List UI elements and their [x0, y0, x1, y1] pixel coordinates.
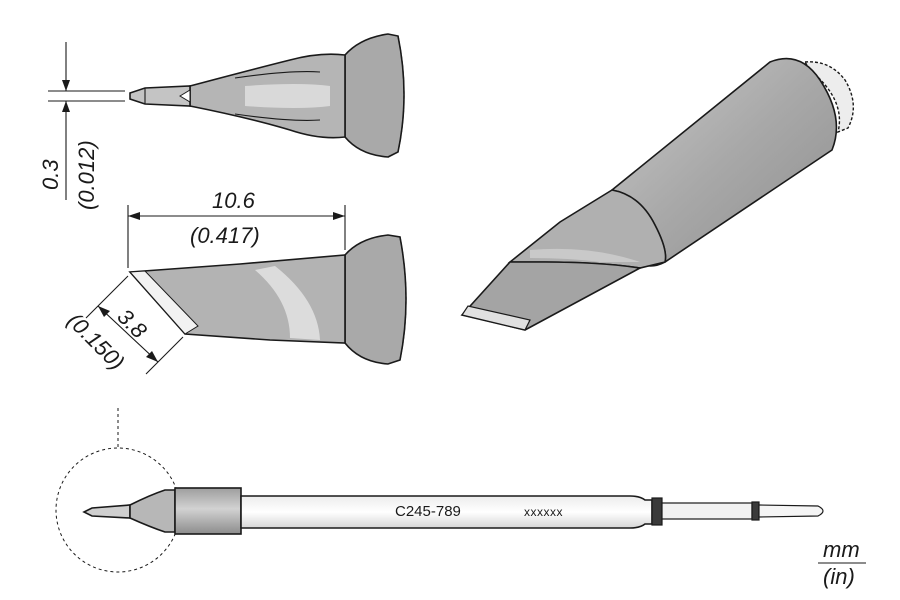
cartridge-shaft	[661, 502, 753, 520]
side-view-flange	[344, 234, 407, 365]
cartridge-model-label: C245-789	[395, 503, 461, 520]
units-mm-label: mm	[823, 537, 860, 562]
cartridge-view: C245-789 xxxxxx	[55, 408, 824, 573]
cartridge-band-2	[751, 501, 760, 521]
iso-ring	[803, 61, 854, 134]
cartridge-code-label: xxxxxx	[524, 505, 563, 519]
top-view-flange	[344, 33, 405, 158]
side-view	[128, 234, 407, 365]
cartridge-pin	[758, 504, 824, 518]
length-dimension: 10.6 (0.417)	[127, 188, 346, 268]
thickness-mm-label: 0.3	[38, 159, 63, 190]
cartridge-tip	[82, 504, 131, 519]
top-view	[129, 33, 405, 158]
thickness-dimension: 0.3 (0.012)	[38, 42, 125, 210]
units-legend: mm (in)	[818, 537, 866, 589]
cartridge-tip-taper	[129, 489, 176, 533]
cartridge-heater	[174, 487, 242, 535]
length-inch-label: (0.417)	[190, 223, 260, 248]
thickness-inch-label: (0.012)	[74, 140, 99, 210]
width-mm-label: 3.8	[112, 304, 152, 344]
isometric-view	[460, 57, 854, 331]
cartridge-band-1	[651, 497, 663, 526]
iso-blade	[460, 261, 643, 331]
units-inch-label: (in)	[823, 564, 855, 589]
top-view-flange-edge	[397, 35, 405, 153]
length-mm-label: 10.6	[212, 188, 256, 213]
